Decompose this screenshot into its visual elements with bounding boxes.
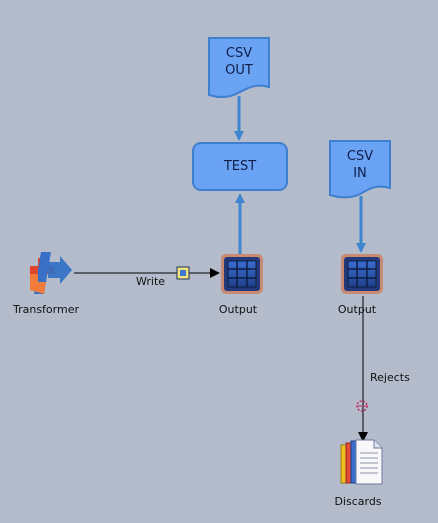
discards-label: Discards (334, 495, 382, 508)
output-left-label: Output (218, 303, 258, 316)
test-label: TEST (223, 159, 257, 174)
csv-in-line2: IN (353, 166, 367, 181)
csv-out-line2: OUT (225, 63, 253, 78)
output-left-grid-icon[interactable] (221, 254, 263, 294)
test-shape[interactable] (192, 142, 288, 191)
csv-out-line1: CSV (225, 46, 253, 61)
csv-out-shape[interactable] (208, 37, 270, 99)
write-link-label: Write (136, 275, 166, 288)
link-marker-icon[interactable] (176, 266, 190, 280)
output-right-label: Output (337, 303, 377, 316)
reject-marker-icon[interactable] (356, 400, 368, 412)
test-text: TEST (193, 158, 287, 175)
transformer-label: Transformer (12, 303, 80, 316)
csv-in-text: CSV IN (330, 148, 390, 182)
transformer-icon[interactable] (30, 252, 72, 294)
csv-in-shape[interactable] (329, 140, 391, 199)
rejects-link-label: Rejects (370, 371, 410, 384)
csv-out-text: CSV OUT (209, 45, 269, 79)
output-right-grid-icon[interactable] (341, 254, 383, 294)
csv-in-line1: CSV (346, 149, 374, 164)
documents-stack-icon[interactable] (340, 439, 383, 485)
